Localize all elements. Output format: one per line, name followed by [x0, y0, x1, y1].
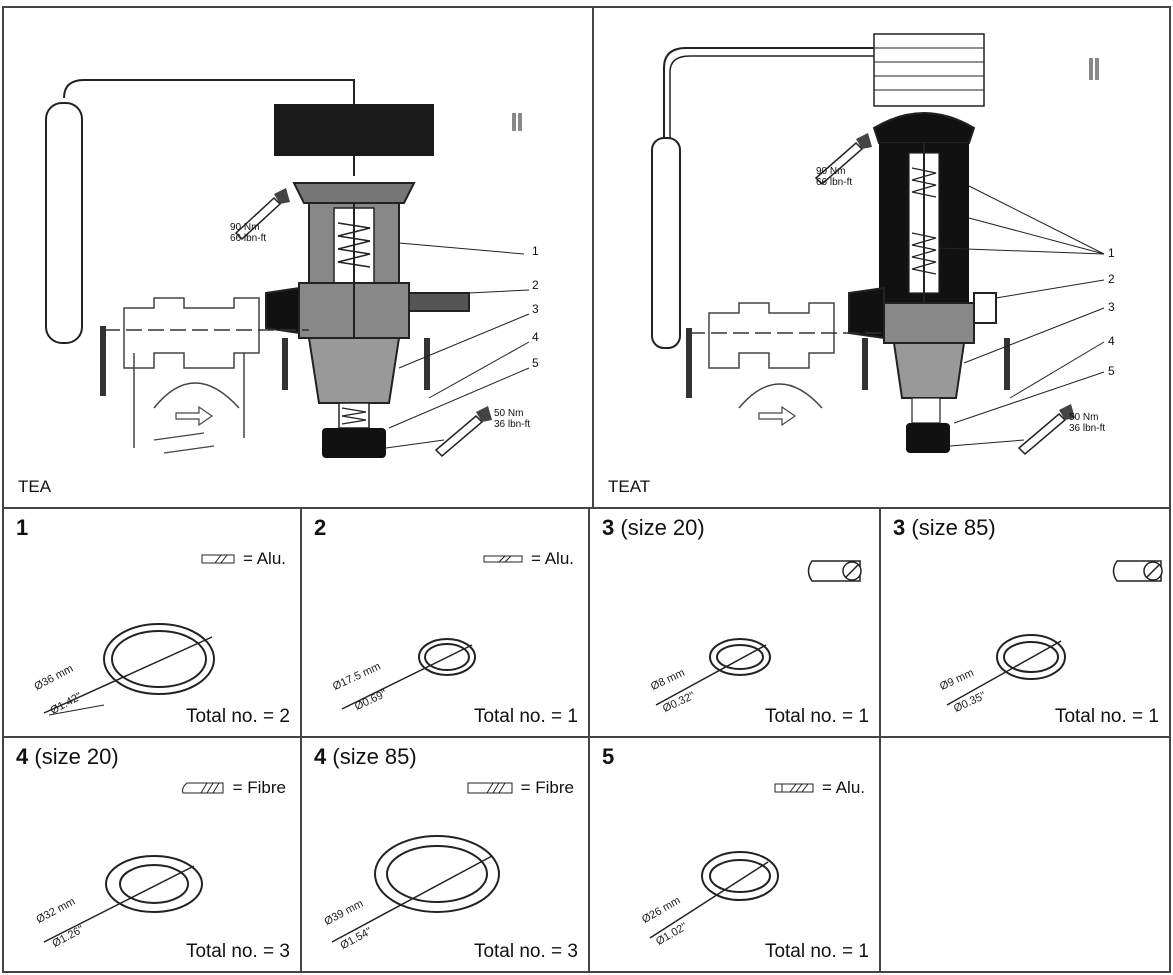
tea-callout-1: 1	[532, 244, 539, 258]
teat-callout-5: 5	[1108, 364, 1115, 378]
part-3-size20-cell: 3 (size 20) Ø8 mm Ø0.32" Total no. = 1	[588, 507, 881, 738]
part-number: 3 (size 20)	[602, 515, 705, 540]
hatched-section-icon	[181, 782, 224, 794]
teat-callout-1: 1	[1108, 246, 1115, 260]
tea-callout-3: 3	[532, 302, 539, 316]
gasket-ring-icon	[946, 634, 1066, 706]
tea-valve-drawing	[45, 79, 530, 458]
part-1-cell: 1 = Alu. Ø36 mm Ø1.42" Total no. = 2	[2, 507, 302, 738]
total-count: Total no. = 1	[764, 706, 869, 727]
gasket-ring-icon	[341, 638, 476, 710]
material-label: = Alu.	[774, 778, 865, 798]
teat-callout-3: 3	[1108, 300, 1115, 314]
gasket-ring-icon	[649, 851, 779, 939]
part-5-cell: 5 = Alu. Ø26 mm Ø1.02" Total no. = 1	[588, 736, 881, 973]
total-count: Total no. = 3	[473, 941, 578, 962]
gasket-ring-icon	[43, 623, 215, 716]
hatched-section-icon	[774, 783, 814, 793]
hatched-section-icon	[467, 782, 513, 794]
total-count: Total no. = 1	[473, 706, 578, 727]
part-number: 4 (size 85)	[314, 744, 417, 769]
tea-callout-4: 4	[532, 330, 539, 344]
tea-callout-2: 2	[532, 278, 539, 292]
teat-label: TEAT	[608, 477, 651, 496]
part-2-cell: 2 = Alu. Ø17.5 mm Ø0.69" Total no. = 1	[300, 507, 590, 738]
part-4-size85-cell: 4 (size 85) = Fibre Ø39 mm Ø1.54" Total …	[300, 736, 590, 973]
gasket-ring-icon	[655, 638, 771, 706]
total-count: Total no. = 1	[1054, 706, 1159, 727]
total-count: Total no. = 3	[185, 941, 290, 962]
teat-callout-4: 4	[1108, 334, 1115, 348]
total-count: Total no. = 1	[764, 941, 869, 962]
total-count: Total no. = 2	[185, 706, 290, 727]
material-label: = Alu.	[201, 549, 286, 569]
teat-valve-drawing	[651, 33, 1105, 456]
part-number: 2	[314, 515, 327, 540]
hatched-section-icon	[483, 555, 523, 563]
part-3-size85-cell: 3 (size 85) Ø9 mm Ø0.35" Total no. = 1	[879, 507, 1171, 738]
teat-callout-2: 2	[1108, 272, 1115, 286]
part-4-size20-cell: 4 (size 20) = Fibre Ø32 mm Ø1.26" Total …	[2, 736, 302, 973]
tea-callout-5: 5	[532, 356, 539, 370]
gasket-ring-icon	[331, 835, 500, 943]
part-number: 4 (size 20)	[16, 744, 119, 769]
part-number: 3 (size 85)	[893, 515, 996, 540]
o-ring-section-icon	[1112, 560, 1163, 582]
part-number: 1	[16, 515, 29, 540]
tea-label: TEA	[18, 477, 52, 496]
material-label: = Fibre	[179, 778, 286, 798]
material-label: = Alu.	[483, 549, 574, 569]
o-ring-section-icon	[807, 560, 862, 582]
hatched-section-icon	[201, 554, 235, 564]
part-number: 5	[602, 744, 615, 769]
gasket-ring-icon	[43, 855, 203, 943]
material-label: = Fibre	[467, 778, 574, 798]
empty-cell	[879, 736, 1171, 973]
